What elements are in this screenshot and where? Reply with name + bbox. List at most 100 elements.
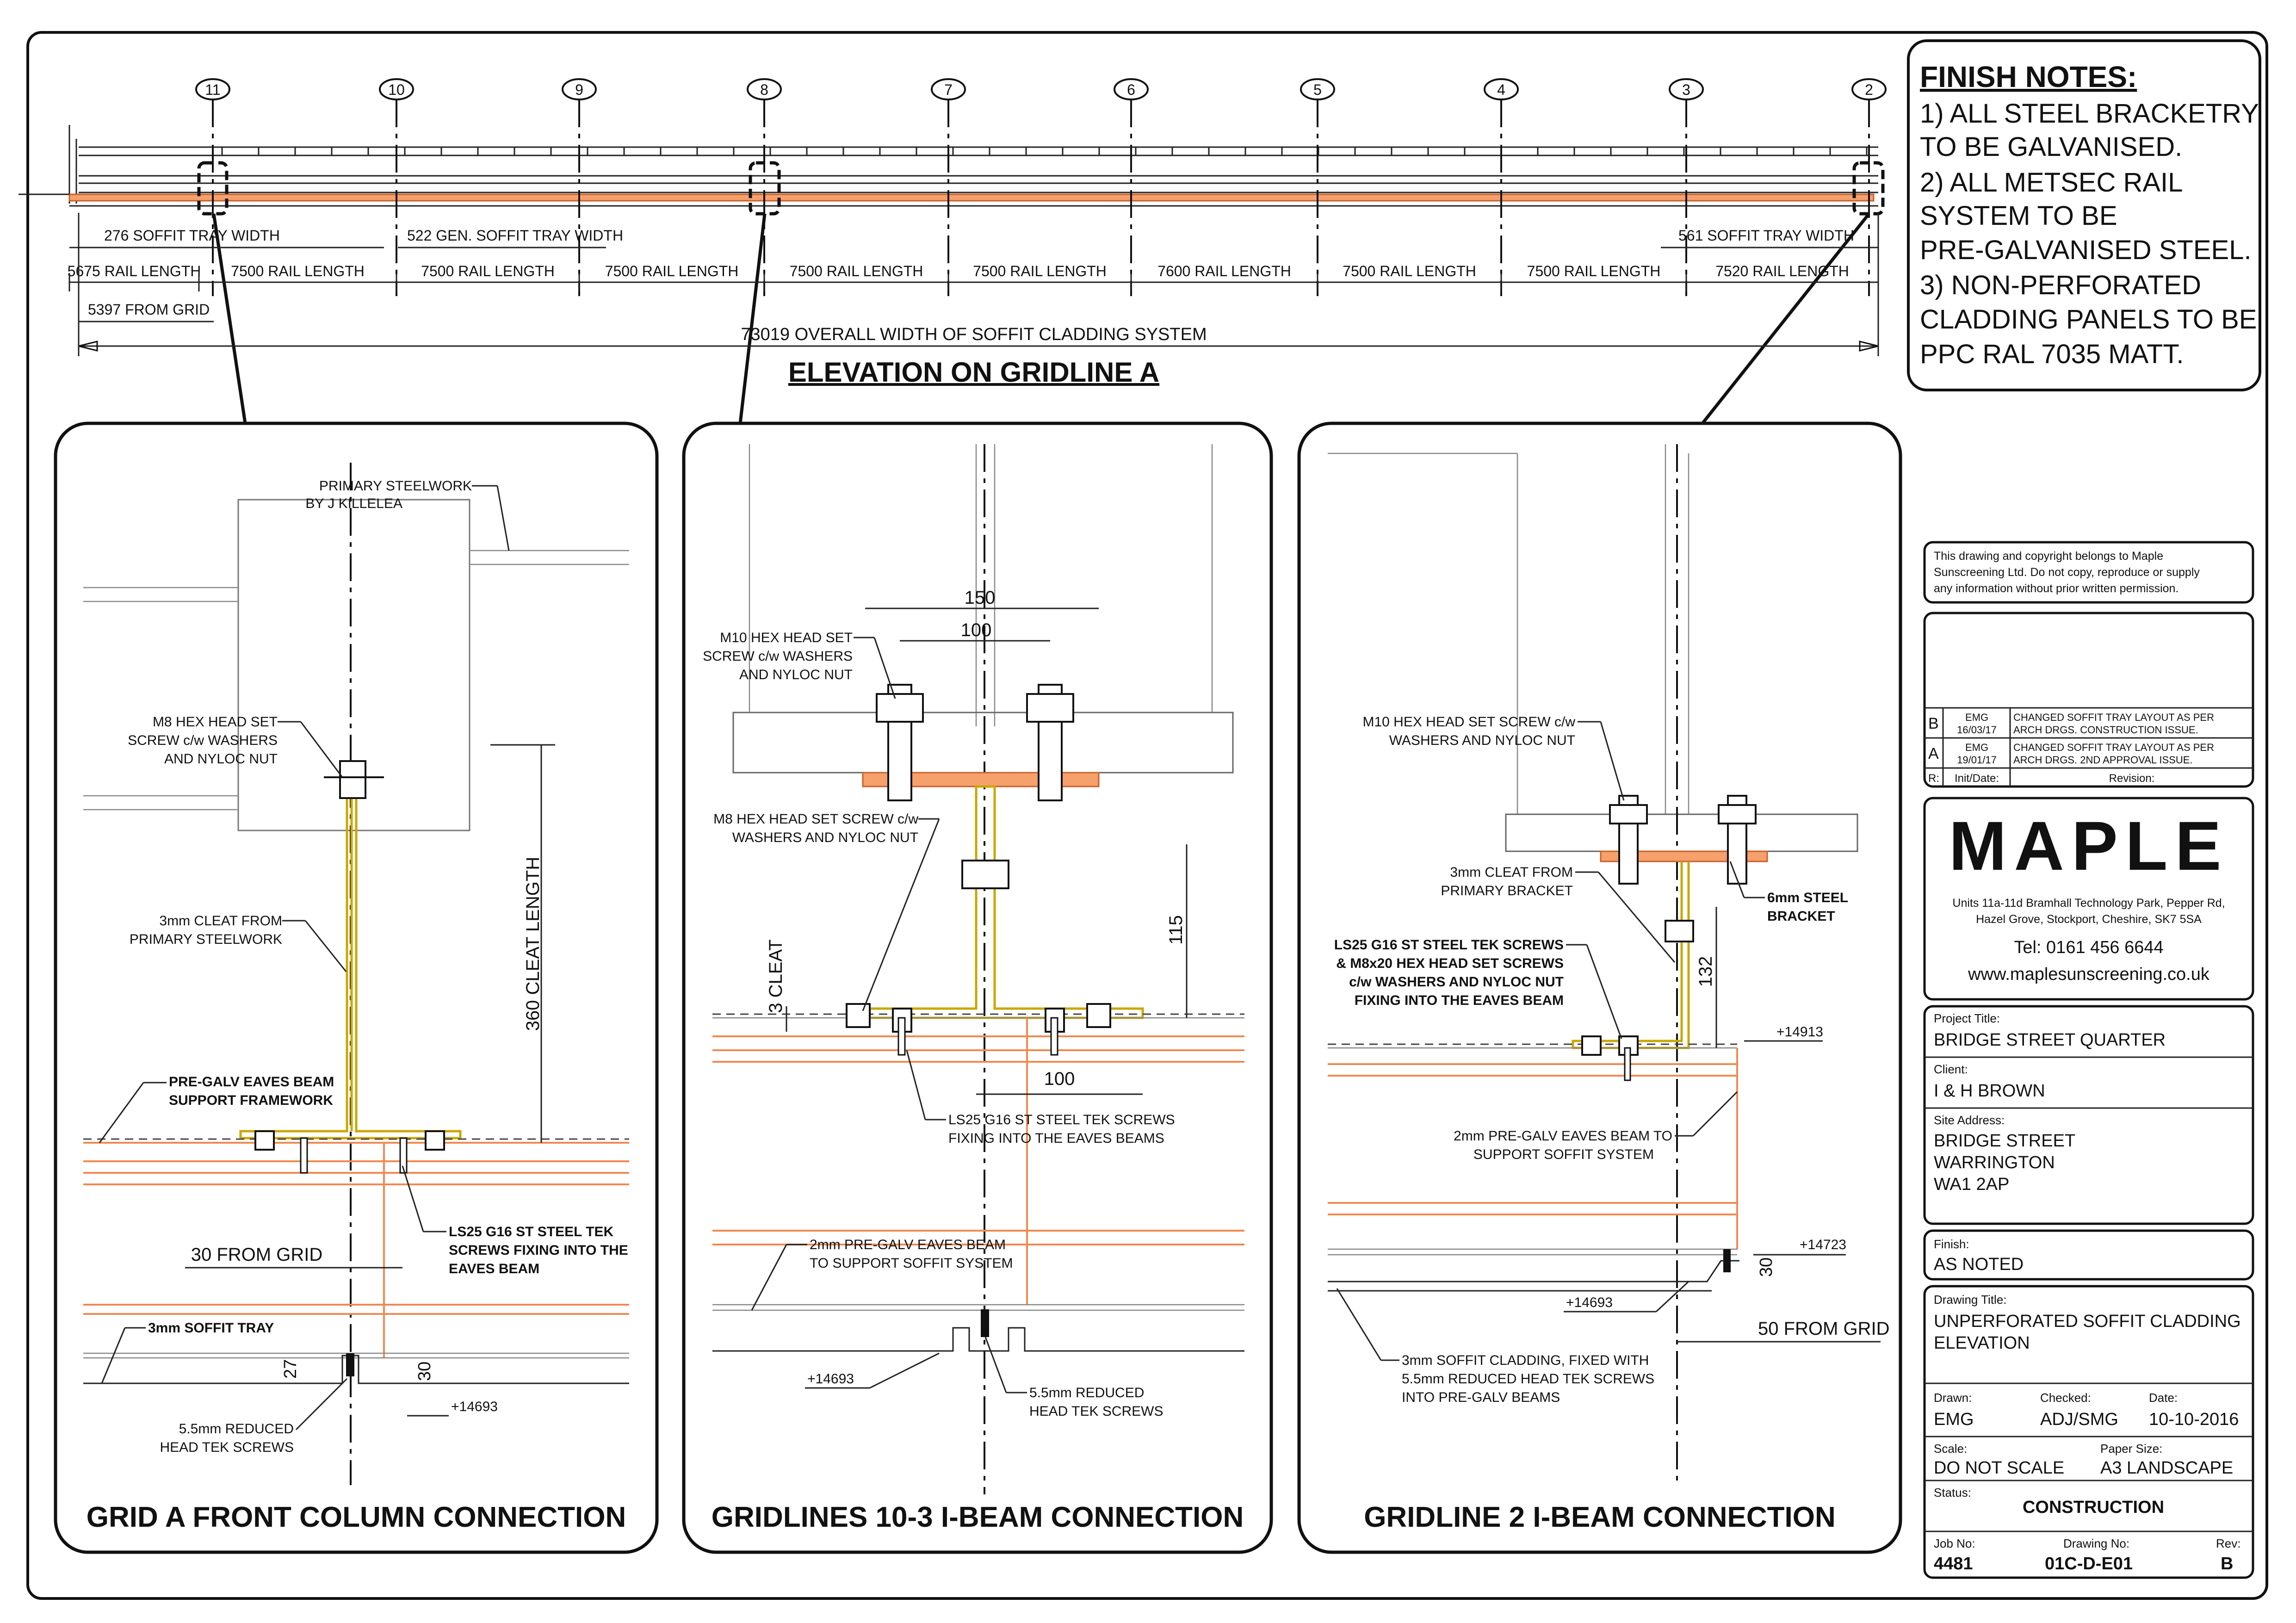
level-label: +14693 bbox=[451, 1399, 498, 1414]
drawing-no-label: Drawing No: bbox=[2063, 1536, 2129, 1550]
sheet-border bbox=[26, 31, 2268, 1600]
grid-bubble bbox=[1484, 78, 1519, 100]
label-m10: SCREW c/w WASHERS bbox=[703, 649, 853, 664]
label-eaves-beam: TO SUPPORT SOFFIT SYSTEM bbox=[810, 1256, 1013, 1271]
finish-note-line: TO BE GALVANISED. bbox=[1920, 132, 2182, 162]
label-soffit-cladding: 3mm SOFFIT CLADDING, FIXED WITH bbox=[1402, 1353, 1649, 1368]
title-block: This drawing and copyright belongs to Ma… bbox=[1923, 541, 2254, 1579]
revision-desc: ARCH DRGS. 2ND APPROVAL ISSUE. bbox=[2013, 754, 2193, 766]
revision-date: 19/01/17 bbox=[1957, 754, 1997, 766]
grid-bubble-label: 4 bbox=[1497, 81, 1505, 98]
label-eaves-beam: 2mm PRE-GALV EAVES BEAM TO bbox=[1454, 1128, 1672, 1144]
finish-note-line: 3) NON-PERFORATED bbox=[1920, 270, 2201, 300]
grid-bubble-label: 9 bbox=[575, 81, 583, 98]
drawing-title-line: ELEVATION bbox=[1934, 1333, 2030, 1353]
label-m10: AND NYLOC NUT bbox=[739, 667, 853, 682]
label-head-tek: 5.5mm REDUCED bbox=[179, 1421, 294, 1437]
railing-posts bbox=[221, 147, 1868, 155]
revision-desc: CHANGED SOFFIT TRAY LAYOUT AS PER bbox=[2013, 712, 2214, 723]
dim-150: 150 bbox=[965, 588, 996, 608]
rail-length-label: 7500 RAIL LENGTH bbox=[1527, 263, 1661, 279]
detail-grid-a-front-column: 360 CLEAT LENGTH 30 FROM GRID PRIMARY ST… bbox=[54, 421, 659, 1554]
grid-bubble-label: 7 bbox=[944, 81, 953, 98]
grid-bubble-label: 2 bbox=[1865, 81, 1873, 98]
label-tek-screws: FIXING INTO THE EAVES BEAMS bbox=[948, 1131, 1164, 1146]
dim-115: 115 bbox=[1166, 915, 1186, 945]
grid-bubble bbox=[1114, 78, 1149, 100]
revision-init: EMG bbox=[1965, 712, 1988, 723]
rev-header: R: bbox=[1928, 772, 1939, 785]
label-tek-screws: LS25 G16 ST STEEL TEK bbox=[449, 1224, 614, 1239]
level-label: +14693 bbox=[1566, 1295, 1613, 1310]
drawing-title-line: UNPERFORATED SOFFIT CLADDING bbox=[1934, 1312, 2241, 1331]
elevation-railing bbox=[68, 125, 1878, 204]
finish-note-line: PRE-GALVANISED STEEL. bbox=[1920, 235, 2252, 265]
label-m8: WASHERS AND NYLOC NUT bbox=[732, 830, 918, 845]
checked-value: ADJ/SMG bbox=[2040, 1410, 2118, 1429]
tray-width-label: 276 SOFFIT TRAY WIDTH bbox=[104, 227, 280, 244]
rail-length-label: 7500 RAIL LENGTH bbox=[1343, 263, 1476, 279]
label-cleat: 3mm CLEAT FROM bbox=[159, 913, 282, 929]
grid-bubble bbox=[562, 78, 597, 100]
job-no-value: 4481 bbox=[1934, 1554, 1973, 1573]
label-m10: M10 HEX HEAD SET bbox=[720, 630, 853, 645]
site-line: BRIDGE STREET bbox=[1934, 1131, 2075, 1151]
tray-width-label: 561 SOFFIT TRAY WIDTH bbox=[1678, 227, 1854, 244]
label-m8: AND NYLOC NUT bbox=[164, 751, 278, 767]
rail-length-label: 7600 RAIL LENGTH bbox=[1157, 263, 1291, 279]
company-address: Hazel Grove, Stockport, Cheshire, SK7 5S… bbox=[1976, 913, 2202, 926]
status-label: Status: bbox=[1934, 1486, 1971, 1499]
from-grid-label: 5397 FROM GRID bbox=[88, 301, 210, 318]
rail-length-label: 7500 RAIL LENGTH bbox=[421, 263, 555, 279]
rail-length-label: 7500 RAIL LENGTH bbox=[231, 263, 365, 279]
rail-length-label: 7500 RAIL LENGTH bbox=[605, 263, 739, 279]
finish-note-line: 2) ALL METSEC RAIL bbox=[1920, 167, 2183, 198]
overall-width-label: 73019 OVERALL WIDTH OF SOFFIT CLADDING S… bbox=[741, 325, 1207, 344]
label-eaves-beam: SUPPORT SOFFIT SYSTEM bbox=[1473, 1147, 1654, 1162]
copyright-line: This drawing and copyright belongs to Ma… bbox=[1934, 550, 2163, 563]
label-soffit-cladding: 5.5mm REDUCED HEAD TEK SCREWS bbox=[1402, 1371, 1654, 1387]
detail-3-title: GRIDLINE 2 I-BEAM CONNECTION bbox=[1364, 1501, 1836, 1533]
revision-desc: CHANGED SOFFIT TRAY LAYOUT AS PER bbox=[2013, 742, 2214, 753]
callout-box-grid-11 bbox=[197, 161, 229, 216]
detail-gridlines-10-3-ibeam: 150 100 115 3 CLEAT 100 M10 HEX HEAD SET… bbox=[682, 421, 1273, 1554]
label-cleat: 3mm CLEAT FROM bbox=[1450, 865, 1573, 880]
dim-3-cleat: 3 CLEAT bbox=[766, 939, 786, 1013]
label-m8: SCREW c/w WASHERS bbox=[128, 733, 278, 748]
detail-gridline-2-ibeam: 132 +14913 +14723 30 +14693 50 FROM GRID… bbox=[1297, 421, 1902, 1554]
rail-length-label: 7500 RAIL LENGTH bbox=[790, 263, 923, 279]
finish-note-line: PPC RAL 7035 MATT. bbox=[1920, 339, 2184, 369]
label-tek-screws: & M8x20 HEX HEAD SET SCREWS bbox=[1336, 956, 1564, 971]
rev-label: Rev: bbox=[2216, 1536, 2240, 1550]
revision-desc: ARCH DRGS. CONSTRUCTION ISSUE. bbox=[2013, 724, 2198, 736]
company-web: www.maplesunscreening.co.uk bbox=[1968, 965, 2210, 984]
grid-bubble bbox=[379, 78, 414, 100]
copyright-line: Sunscreening Ltd. Do not copy, reproduce… bbox=[1934, 566, 2200, 579]
elevation-title: ELEVATION ON GRIDLINE A bbox=[788, 357, 1159, 388]
label-head-tek: HEAD TEK SCREWS bbox=[1029, 1404, 1163, 1419]
label-primary-steelwork: BY J KILLELEA bbox=[305, 496, 402, 511]
label-eaves-beam: SUPPORT FRAMEWORK bbox=[169, 1093, 333, 1108]
finish-notes-title: FINISH NOTES: bbox=[1920, 60, 2137, 93]
finish-label: Finish: bbox=[1934, 1237, 1969, 1251]
revision-letter: A bbox=[1928, 745, 1939, 762]
scale-label: Scale: bbox=[1934, 1442, 1967, 1456]
level-label: +14913 bbox=[1776, 1024, 1823, 1040]
level-label: +14723 bbox=[1800, 1237, 1846, 1252]
drawn-label: Drawn: bbox=[1934, 1391, 1972, 1405]
revision-init: EMG bbox=[1965, 742, 1988, 753]
site-line: WARRINGTON bbox=[1934, 1153, 2055, 1172]
grid-bubble-label: 6 bbox=[1127, 81, 1135, 98]
label-tek-screws: LS25 G16 ST STEEL TEK SCREWS bbox=[1334, 937, 1564, 953]
grid-bubble bbox=[195, 78, 230, 100]
cleat-length-dim: 360 CLEAT LENGTH bbox=[523, 857, 543, 1031]
finish-value: AS NOTED bbox=[1934, 1255, 2024, 1274]
rail-length-label: 7500 RAIL LENGTH bbox=[973, 263, 1107, 279]
rev-header: Revision: bbox=[2109, 772, 2155, 785]
grid-bubble-label: 5 bbox=[1313, 81, 1322, 98]
finish-note-line: SYSTEM TO BE bbox=[1920, 201, 2117, 231]
from-grid-dim: 50 FROM GRID bbox=[1758, 1319, 1889, 1339]
revision-date: 16/03/17 bbox=[1957, 724, 1997, 736]
copyright-line: any information without prior written pe… bbox=[1934, 582, 2178, 595]
